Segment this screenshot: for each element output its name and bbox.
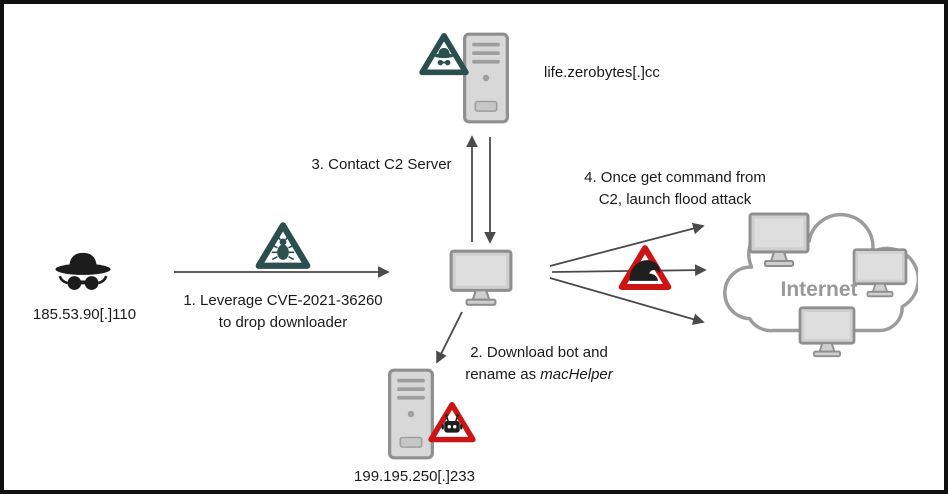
attacker-ip-label: 185.53.90[.]110 xyxy=(32,306,137,323)
machelper-name: macHelper xyxy=(540,366,613,383)
step4-line1: 4. Once get command from xyxy=(584,169,766,186)
step3-caption: 3. Contact C2 Server xyxy=(311,156,452,173)
step4-caption: 4. Once get command from C2, launch floo… xyxy=(560,167,790,211)
arrow-download xyxy=(436,311,463,364)
bot-warning-triangle-icon xyxy=(427,400,477,445)
step4-line2: C2, launch flood attack xyxy=(598,191,752,208)
step2-line1: 2. Download bot and xyxy=(470,344,608,361)
victim-computer-icon xyxy=(448,247,514,309)
spy-warning-triangle-icon xyxy=(418,31,470,78)
bug-warning-triangle-icon xyxy=(254,220,312,272)
flood-wave-warning-triangle-icon xyxy=(617,243,673,293)
internet-label: Internet xyxy=(780,278,858,301)
step2-line2: rename as macHelper xyxy=(465,366,613,383)
download-ip-label: 199.195.250[.]233 xyxy=(354,468,475,485)
step1-caption: 1. Leverage CVE-2021-36260 to drop downl… xyxy=(172,290,394,334)
step2-caption: 2. Download bot and rename as macHelper xyxy=(444,342,634,386)
arrow-flood-bottom xyxy=(549,277,705,325)
cloud-computer-icon-top xyxy=(747,211,811,269)
c2-domain-label: life.zerobytes[.]cc xyxy=(544,64,660,81)
arrow-flood-top xyxy=(549,222,705,267)
cloud-computer-icon-bottom xyxy=(797,305,857,359)
step1-line2: to drop downloader xyxy=(218,314,348,331)
step1-line1: 1. Leverage CVE-2021-36260 xyxy=(183,292,383,309)
hacker-spy-icon xyxy=(52,246,114,296)
